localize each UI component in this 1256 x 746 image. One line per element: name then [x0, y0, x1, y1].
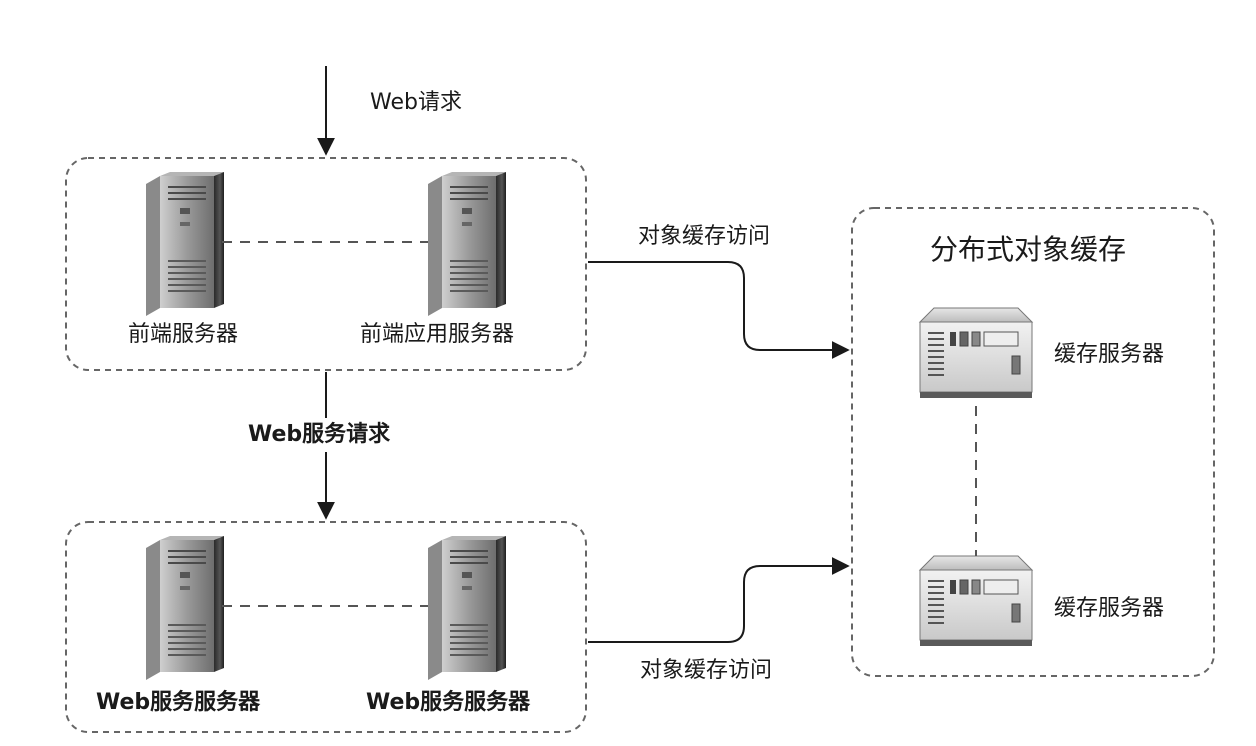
web-service-request-label: Web服务请求 [248, 422, 391, 447]
web-service-server-2-icon [428, 536, 506, 680]
front-app-server-icon [428, 172, 506, 316]
web-request-label: Web请求 [370, 90, 462, 115]
distributed-cache-title: 分布式对象缓存 [930, 233, 1127, 266]
object-cache-access-top-label: 对象缓存访问 [638, 224, 771, 249]
cache-server-2-icon [919, 555, 1033, 647]
web-service-group [65, 521, 587, 733]
object-cache-access-bottom-label: 对象缓存访问 [640, 658, 773, 683]
front-app-server-label: 前端应用服务器 [360, 322, 515, 347]
web-service-server-1-icon [146, 536, 224, 680]
distributed-cache-group [851, 207, 1215, 677]
front-server-group [65, 157, 587, 371]
cache-server-1-icon [919, 307, 1033, 399]
cache-server-1-label: 缓存服务器 [1054, 342, 1165, 367]
front-server-icon [146, 172, 224, 316]
web-service-server-2-label: Web服务服务器 [366, 690, 531, 715]
cache-server-2-label: 缓存服务器 [1054, 596, 1165, 621]
front-server-label: 前端服务器 [128, 322, 239, 347]
web-service-server-1-label: Web服务服务器 [96, 690, 261, 715]
object-cache-access-bottom-arrow [588, 557, 850, 643]
object-cache-access-top-arrow [588, 261, 850, 359]
